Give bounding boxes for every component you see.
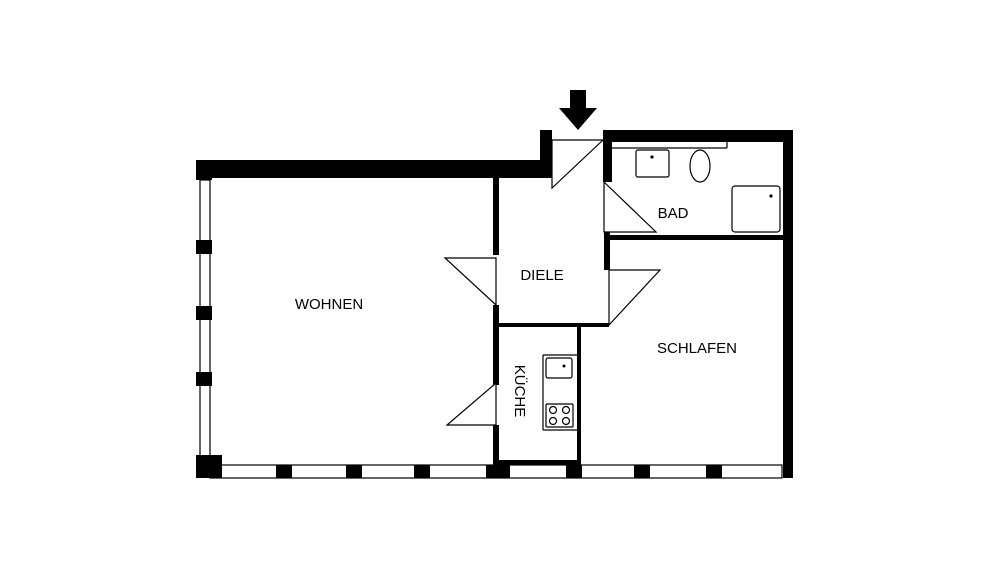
room-label-wohnen: WOHNEN	[295, 296, 363, 313]
bottom-pillar-7	[706, 465, 722, 478]
bath-fixtures	[612, 142, 781, 233]
bottom-pillar-4	[486, 465, 510, 478]
bottom-pillar-3	[414, 465, 430, 478]
left-pillar-3	[196, 372, 212, 386]
room-label-bad: BAD	[658, 205, 689, 222]
room-label-schlafen: SCHLAFEN	[657, 340, 737, 357]
left-pillar-top	[196, 160, 212, 180]
wall-kueche-bottom	[499, 460, 577, 465]
wall-top-bath	[603, 130, 793, 142]
wohnen-door[interactable]	[443, 257, 497, 307]
bottom-pillar-5	[566, 465, 582, 478]
wall-kueche-schlafen	[577, 327, 581, 465]
kitchen-sink-drain	[562, 364, 566, 368]
room-label-diele: DIELE	[520, 267, 563, 284]
burner-1	[548, 405, 558, 415]
interior-walls	[493, 142, 783, 465]
washbasin-drain	[650, 155, 654, 159]
wall-wohnen-diele-upper	[493, 178, 499, 255]
kitchen-fixtures	[542, 354, 577, 431]
bad-door[interactable]	[603, 180, 658, 233]
wall-wohnen-kueche-lower	[493, 425, 499, 465]
bottom-pillar-1	[276, 465, 292, 478]
bottom-pillar-2	[346, 465, 362, 478]
toilet-icon	[689, 149, 711, 183]
burner-2	[561, 405, 571, 415]
burner-3	[548, 416, 558, 426]
wall-diele-bad	[604, 142, 610, 182]
left-pillar-1	[196, 240, 212, 254]
burner-4	[561, 416, 571, 426]
doors	[443, 139, 662, 426]
bottom-pillar-6	[634, 465, 650, 478]
kueche-door[interactable]	[445, 381, 497, 426]
windows	[199, 179, 783, 479]
wall-bad-schlafen	[610, 235, 783, 240]
kitchen-sink-icon	[545, 357, 573, 379]
corner-pillar	[196, 455, 222, 478]
wall-right	[783, 130, 793, 478]
left-window-strip	[199, 179, 211, 466]
wall-wohnen-kueche-upper	[493, 305, 499, 385]
room-label-kueche: KÜCHE	[511, 365, 529, 418]
wall-top-living	[196, 160, 552, 178]
wall-diele-kueche	[499, 323, 609, 327]
entrance-arrow-icon	[559, 90, 597, 130]
washbasin-icon	[635, 149, 670, 178]
exterior-walls	[196, 130, 793, 478]
wall-diele-schlafen	[604, 232, 610, 270]
entrance-door[interactable]	[551, 139, 605, 190]
left-pillar-2	[196, 306, 212, 320]
shower-drain	[769, 194, 773, 198]
shower-tray-icon	[731, 185, 781, 233]
schlafen-door[interactable]	[608, 269, 662, 327]
wall-entrance-stub-left	[540, 130, 552, 170]
